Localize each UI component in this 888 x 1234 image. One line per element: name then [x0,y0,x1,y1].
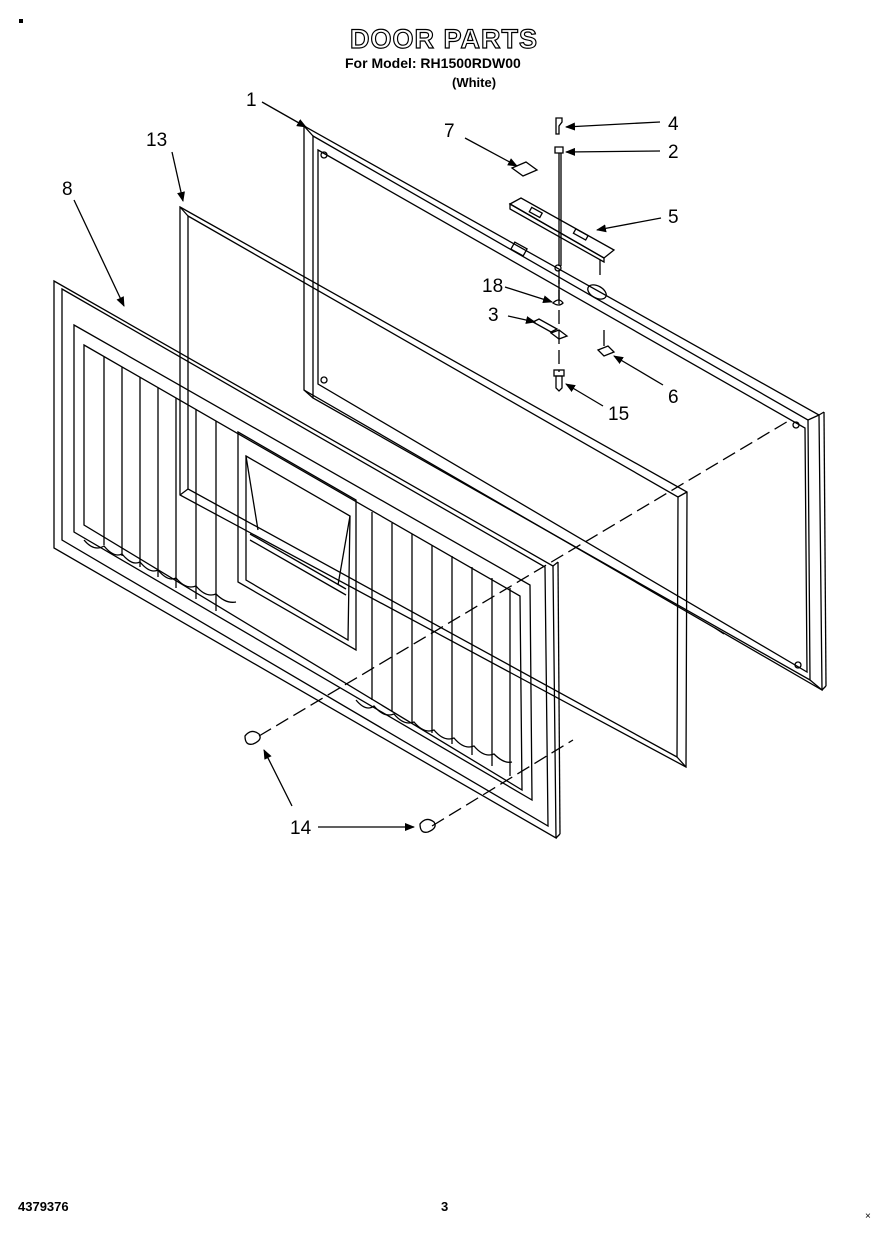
door-panel-part-1 [303,124,827,692]
door-ribs-right [355,512,513,776]
color-variant: (White) [452,75,497,90]
callout-3: 3 [488,305,499,326]
model-subtitle: For Model: RH1500RDW00 [345,55,521,71]
plug-part-14-upper [244,730,261,745]
latch-part-3 [531,318,569,340]
clip-part-18 [551,280,564,306]
callout-2: 2 [668,142,679,163]
door-ribs-left [83,357,237,611]
page-number: 3 [441,1199,449,1214]
callout-4: 4 [668,114,679,135]
handle-bracket-part-5 [508,197,616,275]
callout-5: 5 [668,207,679,228]
callout-14: 14 [290,818,312,839]
corner-mark [19,19,23,23]
alignment-lines [258,270,791,827]
callout-1: 1 [246,90,257,111]
rod-part-2 [554,146,564,266]
corner-mark-bottom: × [865,1211,871,1222]
callout-7: 7 [444,121,455,142]
page-title: DOOR PARTS [349,23,538,54]
callout-6: 6 [668,387,679,408]
callout-numbers: 1 13 8 7 4 2 5 18 3 6 15 14 [62,90,679,839]
callout-leaders [73,101,664,831]
gasket-part-13 [179,205,688,769]
document-number: 4379376 [18,1199,69,1214]
screw-part-4 [555,117,563,135]
callout-8: 8 [62,179,73,200]
screw-part-15 [553,369,565,392]
door-center-recess [237,430,357,652]
label-part-7 [510,161,539,177]
plug-part-14-lower [419,818,436,833]
callout-13: 13 [146,130,167,151]
callout-15: 15 [608,404,629,425]
hinge-clip-part-6 [596,330,616,357]
outer-door-part-8 [53,279,561,840]
callout-18: 18 [482,276,503,297]
